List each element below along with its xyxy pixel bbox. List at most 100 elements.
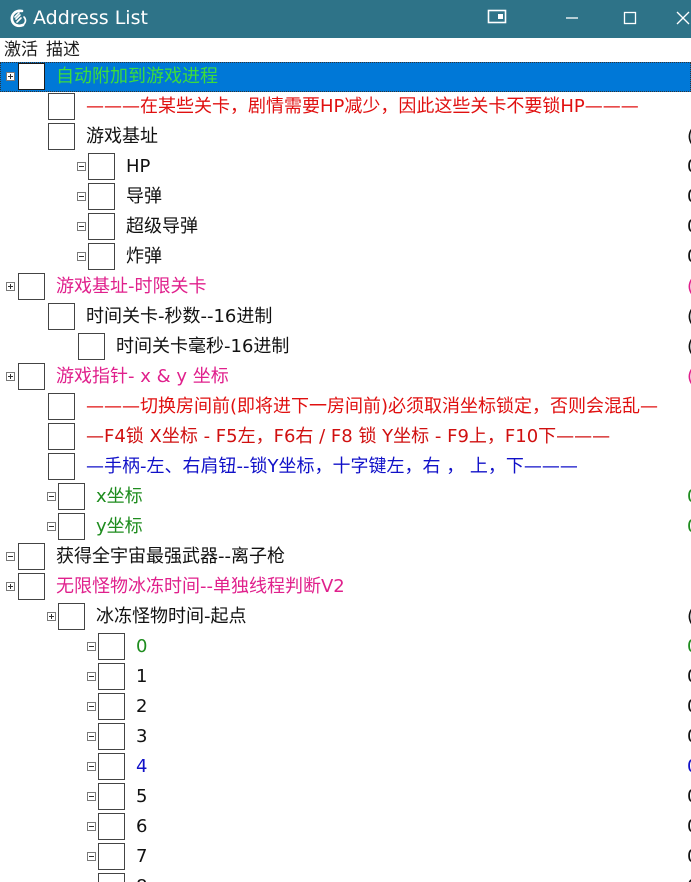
collapse-icon[interactable] [87,822,96,831]
minimize-icon [565,10,579,29]
address-row[interactable]: 20 [0,692,691,722]
active-checkbox[interactable] [98,753,125,780]
address-row[interactable]: 时间关卡-秒数--16进制( [0,302,691,332]
address-row[interactable]: 00 [0,632,691,662]
address-row[interactable]: —F4锁 X坐标 - F5左，F6右 / F8 锁 Y坐标 - F9上，F10下… [0,422,691,452]
close-icon [676,10,690,29]
address-row[interactable]: —手柄-左、右肩钮--锁Y坐标，十字键左，右 ， 上，下——— [0,452,691,482]
column-description[interactable]: 描述 [46,40,80,60]
row-value: ( [687,272,691,302]
active-checkbox[interactable] [18,363,45,390]
close-button[interactable] [660,0,691,38]
address-row[interactable]: 超级导弹0 [0,212,691,242]
address-row[interactable]: 游戏基址-时限关卡( [0,272,691,302]
collapse-icon[interactable] [47,492,56,501]
column-active[interactable]: 激活 [4,40,38,60]
row-description: 4 [136,756,148,777]
collapse-icon[interactable] [87,672,96,681]
active-checkbox[interactable] [88,243,115,270]
address-row[interactable]: 冰冻怪物时间-起点( [0,602,691,632]
active-checkbox[interactable] [98,633,125,660]
address-row[interactable]: 游戏基址( [0,122,691,152]
active-checkbox[interactable] [98,783,125,810]
expand-icon[interactable] [6,582,15,591]
collapse-icon[interactable] [87,792,96,801]
collapse-icon[interactable] [87,762,96,771]
active-checkbox[interactable] [98,723,125,750]
active-checkbox[interactable] [18,573,45,600]
address-row[interactable]: 获得全宇宙最强武器--离子枪 [0,542,691,572]
active-checkbox[interactable] [48,393,75,420]
address-row[interactable]: 无限怪物冰冻时间--单独线程判断V2 [0,572,691,602]
row-value: 0 [687,662,691,692]
address-row[interactable]: x坐标0 [0,482,691,512]
row-description: 8 [136,872,147,882]
active-checkbox[interactable] [48,93,75,120]
active-checkbox[interactable] [98,843,125,870]
address-row[interactable]: 40 [0,752,691,782]
address-row[interactable]: 炸弹0 [0,242,691,272]
address-tree: 自动附加到游戏进程———在某些关卡，剧情需要HP减少，因此这些关卡不要锁HP——… [0,62,691,882]
expand-icon[interactable] [6,72,15,81]
active-checkbox[interactable] [88,213,115,240]
active-checkbox[interactable] [58,603,85,630]
address-row[interactable]: HP0 [0,152,691,182]
collapse-icon[interactable] [77,222,86,231]
active-checkbox[interactable] [78,333,105,360]
row-description: 游戏指针- x & y 坐标 [56,366,229,387]
collapse-icon[interactable] [87,642,96,651]
active-checkbox[interactable] [88,183,115,210]
window-mode-button[interactable] [474,0,520,38]
collapse-icon[interactable] [6,552,15,561]
collapse-icon[interactable] [77,252,86,261]
minimize-button[interactable] [549,0,595,38]
collapse-icon[interactable] [87,732,96,741]
row-description: —F4锁 X坐标 - F5左，F6右 / F8 锁 Y坐标 - F9上，F10下… [86,426,611,447]
address-row[interactable]: ———在某些关卡，剧情需要HP减少，因此这些关卡不要锁HP——— [0,92,691,122]
address-row[interactable]: 70 [0,842,691,872]
active-checkbox[interactable] [18,63,45,90]
row-value: ( [687,332,691,362]
row-description: 炸弹 [126,246,162,267]
maximize-button[interactable] [607,0,653,38]
title-bar[interactable]: Address List [0,0,691,38]
address-row[interactable]: 自动附加到游戏进程 [0,62,691,92]
row-value: ( [687,602,691,632]
active-checkbox[interactable] [98,693,125,720]
address-row[interactable]: 30 [0,722,691,752]
active-checkbox[interactable] [58,483,85,510]
address-row[interactable]: 50 [0,782,691,812]
address-row[interactable]: ———切换房间前(即将进下一房间前)必须取消坐标锁定，否则会混乱— [0,392,691,422]
active-checkbox[interactable] [98,813,125,840]
address-row[interactable]: 10 [0,662,691,692]
active-checkbox[interactable] [58,513,85,540]
row-description: ———切换房间前(即将进下一房间前)必须取消坐标锁定，否则会混乱— [86,396,659,417]
active-checkbox[interactable] [48,303,75,330]
active-checkbox[interactable] [48,423,75,450]
collapse-icon[interactable] [77,192,86,201]
collapse-icon[interactable] [77,162,86,171]
expand-icon[interactable] [6,372,15,381]
active-checkbox[interactable] [18,543,45,570]
collapse-icon[interactable] [87,852,96,861]
row-value: 0 [687,212,691,242]
active-checkbox[interactable] [18,273,45,300]
active-checkbox[interactable] [48,123,75,150]
collapse-icon[interactable] [87,702,96,711]
address-row[interactable]: 时间关卡毫秒-16进制( [0,332,691,362]
active-checkbox[interactable] [98,873,125,882]
row-value: 0 [687,692,691,722]
address-row[interactable]: 60 [0,812,691,842]
address-row[interactable]: 游戏指针- x & y 坐标( [0,362,691,392]
address-row[interactable]: 80 [0,872,691,882]
active-checkbox[interactable] [98,663,125,690]
active-checkbox[interactable] [48,453,75,480]
row-description: 2 [136,696,148,717]
expand-icon[interactable] [6,282,15,291]
active-checkbox[interactable] [88,153,115,180]
address-row[interactable]: 导弹0 [0,182,691,212]
address-row[interactable]: y坐标0 [0,512,691,542]
collapse-icon[interactable] [47,522,56,531]
row-value: 0 [687,752,691,782]
expand-icon[interactable] [47,612,56,621]
